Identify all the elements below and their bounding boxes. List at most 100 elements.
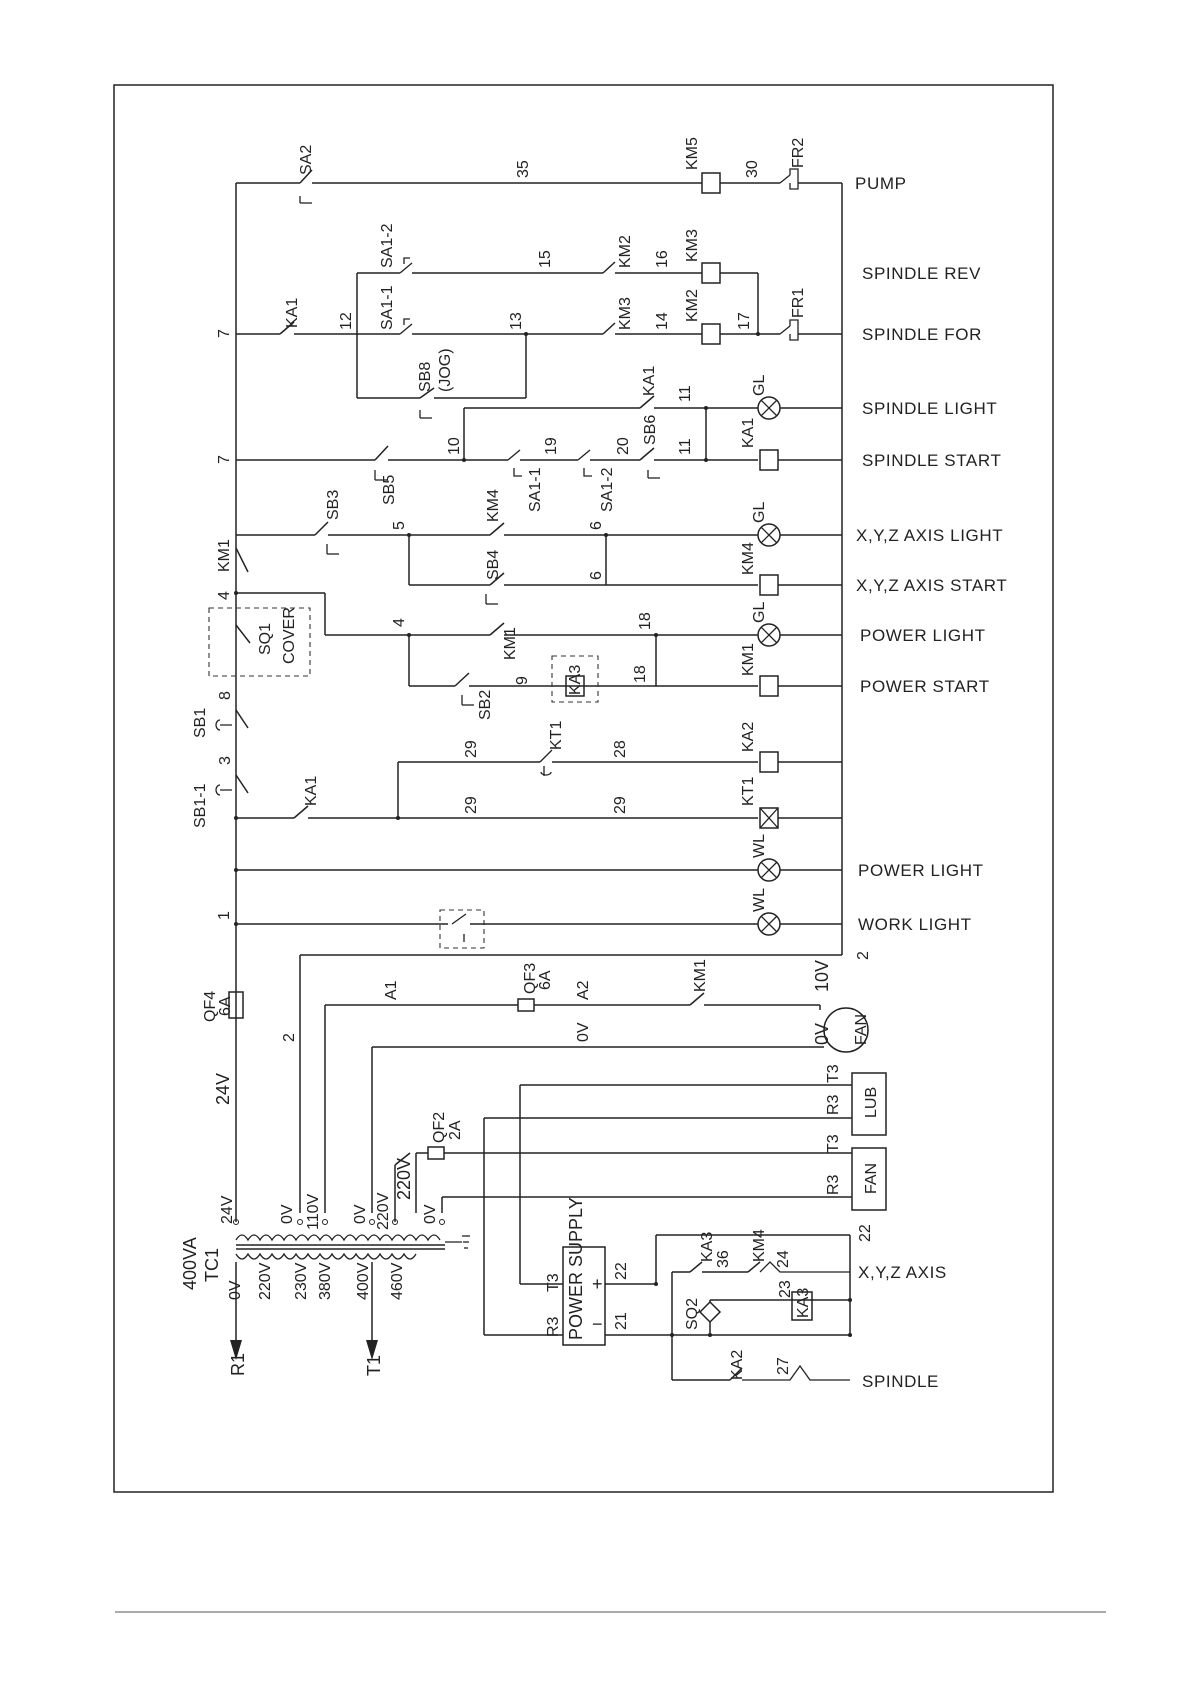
rail-label-power-light-2: POWER LIGHT: [858, 861, 984, 880]
label-0v-tap-c: 0V: [422, 1204, 439, 1224]
label-ka2-coil: KA2: [740, 722, 757, 752]
label-qf2-rating: 2A: [447, 1120, 464, 1140]
label-sa1-2-top: SA1-2: [379, 223, 396, 268]
rail-label-spindle-rev: SPINDLE REV: [862, 264, 981, 283]
label-sb2: SB2: [477, 690, 494, 720]
label-2-left: 2: [281, 1033, 298, 1042]
rail-label-power-light: POWER LIGHT: [860, 626, 986, 645]
supply-wiring: [228, 991, 869, 1213]
rail-label-xyz-light: X,Y,Z AXIS LIGHT: [856, 526, 1003, 545]
label-km1-fan: KM1: [692, 959, 709, 992]
label-fr2: FR2: [790, 138, 807, 168]
label-kt1-coil: KT1: [740, 777, 757, 806]
label-tc1-rating: 400VA: [180, 1237, 200, 1290]
label-220v-line: 220V: [394, 1158, 414, 1200]
row-spindle-start: [236, 445, 842, 481]
label-24v-main: 24V: [213, 1073, 233, 1105]
label-22-ps: 22: [613, 1262, 630, 1280]
label-kt1-contact: KT1: [548, 721, 565, 750]
label-minus: −: [592, 1314, 603, 1334]
label-17: 17: [736, 312, 753, 330]
label-24-sensor: 24: [775, 1250, 792, 1268]
label-11-bot: 11: [677, 438, 694, 455]
row-xyz-light: [236, 521, 842, 585]
label-wl-work: WL: [751, 888, 768, 912]
label-km1-contact: KM1: [502, 627, 519, 660]
label-sq1: SQ1: [257, 623, 274, 655]
label-km1-chain: KM1: [216, 539, 233, 572]
label-7-top: 7: [216, 329, 233, 338]
rail-label-spindle-for: SPINDLE FOR: [862, 325, 982, 344]
rail-label-spindle-start: SPINDLE START: [862, 451, 1001, 470]
label-gl-power: GL: [751, 602, 768, 623]
label-23: 23: [777, 1280, 794, 1298]
label-22-right: 22: [857, 1224, 874, 1242]
label-6-top: 6: [588, 521, 605, 530]
label-km2-rev: KM2: [617, 235, 634, 268]
label-qf4: QF4: [202, 991, 219, 1022]
label-29-right: 29: [612, 796, 629, 814]
label-12: 12: [338, 312, 355, 330]
label-13: 13: [508, 312, 525, 330]
label-sb5: SB5: [381, 475, 398, 505]
label-km4-contact: KM4: [485, 489, 502, 522]
label-27: 27: [775, 1357, 792, 1375]
rail-label-xyz-axis: X,Y,Z AXIS: [858, 1263, 947, 1282]
label-power-supply: POWER SUPPLY: [566, 1197, 586, 1340]
transformer-tc1: [230, 1152, 445, 1360]
label-qf3: QF3: [522, 963, 539, 994]
aux-loads: [415, 1072, 887, 1335]
row-lamps: [234, 858, 842, 1213]
rail-label-power-start: POWER START: [860, 677, 990, 696]
label-3: 3: [217, 756, 234, 765]
label-km5: KM5: [684, 137, 701, 170]
label-11-top: 11: [677, 385, 694, 402]
label-0v-tap-b: 0V: [352, 1204, 369, 1224]
row-spindle-rev: [356, 257, 759, 398]
label-ka3-sensor: KA3: [699, 1232, 716, 1262]
rail-label-spindle: SPINDLE: [862, 1372, 939, 1391]
label-km2-coil: KM2: [684, 289, 701, 322]
label-7-mid: 7: [216, 455, 233, 464]
label-6-bot: 6: [588, 571, 605, 580]
label-220v-primary: 220V: [257, 1262, 274, 1300]
label-15: 15: [537, 250, 554, 268]
rail-label-spindle-light: SPINDLE LIGHT: [862, 399, 997, 418]
label-4-left: 4: [216, 591, 233, 600]
label-r3-ps: R3: [545, 1316, 562, 1337]
row-spindle-for: [236, 318, 842, 398]
label-230v-primary: 230V: [293, 1262, 310, 1300]
label-fan-box: FAN: [863, 1163, 880, 1194]
label-sa1-1-bot: SA1-1: [527, 467, 544, 512]
label-a2: A2: [575, 980, 592, 1000]
label-4-mid: 4: [391, 618, 408, 627]
label-sb6: SB6: [642, 415, 659, 445]
label-qf2: QF2: [431, 1112, 448, 1143]
row-xyz-start: [409, 572, 842, 605]
label-sa2: SA2: [298, 145, 315, 175]
label-0v-fan: 0V: [812, 1023, 832, 1045]
label-gl-xyz: GL: [751, 502, 768, 523]
row-power-light: [325, 622, 842, 686]
label-ka1-for: KA1: [284, 298, 301, 328]
label-21: 21: [613, 1312, 630, 1330]
drawing-frame: [113, 84, 1054, 1493]
label-cover: COVER: [281, 607, 298, 664]
label-380v-primary: 380V: [317, 1262, 334, 1300]
label-sb4: SB4: [485, 550, 502, 580]
label-30: 30: [744, 160, 761, 178]
label-18-top: 18: [637, 612, 654, 630]
row-pump: [236, 168, 842, 204]
label-19: 19: [543, 437, 560, 455]
label-fr1: FR1: [790, 288, 807, 318]
row-jog: [357, 387, 526, 419]
label-km3-for: KM3: [617, 297, 634, 330]
label-35: 35: [515, 160, 532, 178]
label-t1: T1: [364, 1355, 384, 1376]
label-sa1-2-bot: SA1-2: [599, 467, 616, 512]
label-20: 20: [615, 437, 632, 455]
row-spindle-light: [463, 395, 842, 460]
label-ka3-coil: KA3: [795, 1288, 812, 1318]
label-10: 10: [446, 437, 463, 455]
label-36: 36: [715, 1250, 732, 1268]
